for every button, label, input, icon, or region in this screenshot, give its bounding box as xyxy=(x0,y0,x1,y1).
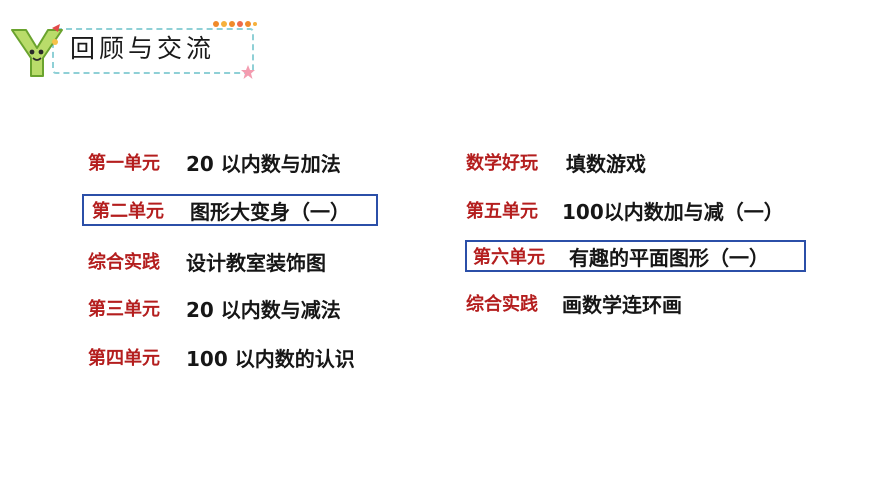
unit-row: 综合实践 画数学连环画 xyxy=(466,287,826,319)
unit-row: 数学好玩 填数游戏 xyxy=(466,146,826,178)
page-title: 回顾与交流 xyxy=(70,34,216,63)
unit-title: 图形大变身（一） xyxy=(190,199,350,224)
unit-label: 第三单元 xyxy=(88,299,160,320)
header-badge-frame xyxy=(52,28,254,74)
unit-label: 综合实践 xyxy=(88,252,160,273)
unit-title: 100以内数加与减（一） xyxy=(562,199,784,224)
letter-y-mascot-icon xyxy=(11,24,63,77)
unit-label: 第六单元 xyxy=(473,247,545,268)
unit-label: 第四单元 xyxy=(88,348,160,369)
unit-title: 画数学连环画 xyxy=(562,292,682,317)
unit-title: 设计教室装饰图 xyxy=(186,250,326,275)
unit-row: 第三单元 20 以内数与减法 xyxy=(88,292,388,324)
unit-label: 第一单元 xyxy=(88,153,160,174)
unit-row: 第一单元 20 以内数与加法 xyxy=(88,146,388,178)
unit-title: 填数游戏 xyxy=(566,151,646,176)
star-icon xyxy=(241,65,255,79)
unit-row-highlighted: 第二单元 图形大变身（一） xyxy=(82,194,378,226)
unit-label: 数学好玩 xyxy=(466,153,538,174)
unit-label: 第五单元 xyxy=(466,201,538,222)
unit-row: 综合实践 设计教室装饰图 xyxy=(88,245,388,277)
unit-title: 有趣的平面图形（一） xyxy=(569,245,769,270)
unit-label: 第二单元 xyxy=(92,201,164,222)
unit-row-highlighted: 第六单元 有趣的平面图形（一） xyxy=(465,240,806,272)
unit-row: 第四单元 100 以内数的认识 xyxy=(88,341,388,373)
unit-label: 综合实践 xyxy=(466,294,538,315)
unit-title: 20 以内数与减法 xyxy=(186,297,341,322)
section-header: 回顾与交流 xyxy=(8,18,258,80)
unit-title: 20 以内数与加法 xyxy=(186,151,341,176)
unit-title: 100 以内数的认识 xyxy=(186,346,355,371)
decorative-dots-icon xyxy=(213,21,257,27)
unit-row: 第五单元 100以内数加与减（一） xyxy=(466,194,826,226)
